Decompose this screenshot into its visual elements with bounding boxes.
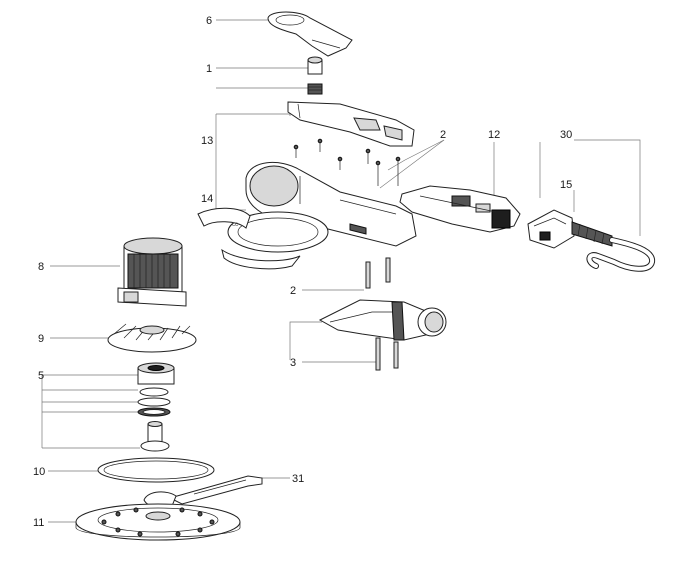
main-housing	[227, 161, 417, 253]
part-6-top-cover	[267, 11, 353, 57]
callout-15: 15	[560, 179, 572, 191]
part-8-motor	[117, 237, 187, 307]
callout-12: 12	[488, 129, 500, 141]
part-10-gasket-ring	[97, 457, 215, 483]
backing-pad-holes	[101, 507, 215, 537]
callout-1: 1	[206, 63, 212, 75]
callout-labels: 6 1 13 14 2 12 30 15 8 2 9 3 5 10 31 11	[33, 15, 572, 529]
part-3-extraction-port	[318, 299, 447, 341]
callout-14: 14	[201, 193, 213, 205]
part-5-bearing-set	[137, 362, 175, 452]
callout-30: 30	[560, 129, 572, 141]
callout-2-lower: 2	[290, 285, 296, 297]
callout-13: 13	[201, 135, 213, 147]
motor-winding	[127, 253, 179, 289]
screw-set-upper	[293, 138, 401, 186]
part-14-dust-shroud: cc	[197, 207, 301, 270]
part-9-fan	[107, 323, 197, 353]
part-11-backing-pad	[75, 503, 241, 541]
callout-8: 8	[38, 261, 44, 273]
callout-2-upper: 2	[440, 129, 446, 141]
callout-10: 10	[33, 466, 45, 478]
callout-6: 6	[206, 15, 212, 27]
svg-text:cc: cc	[232, 222, 238, 228]
callout-11: 11	[33, 517, 44, 529]
part-12-electronics-module	[399, 185, 521, 233]
screw-set-lower	[365, 257, 399, 371]
callout-9: 9	[38, 333, 44, 345]
callout-5: 5	[38, 370, 44, 382]
part-13-upper-shell	[287, 101, 415, 147]
part-1-button-spring	[307, 56, 323, 95]
callout-3: 3	[290, 357, 296, 369]
callout-31: 31	[292, 473, 304, 485]
part-30-power-cable	[571, 221, 655, 272]
part-15-cable-connector	[527, 209, 575, 249]
